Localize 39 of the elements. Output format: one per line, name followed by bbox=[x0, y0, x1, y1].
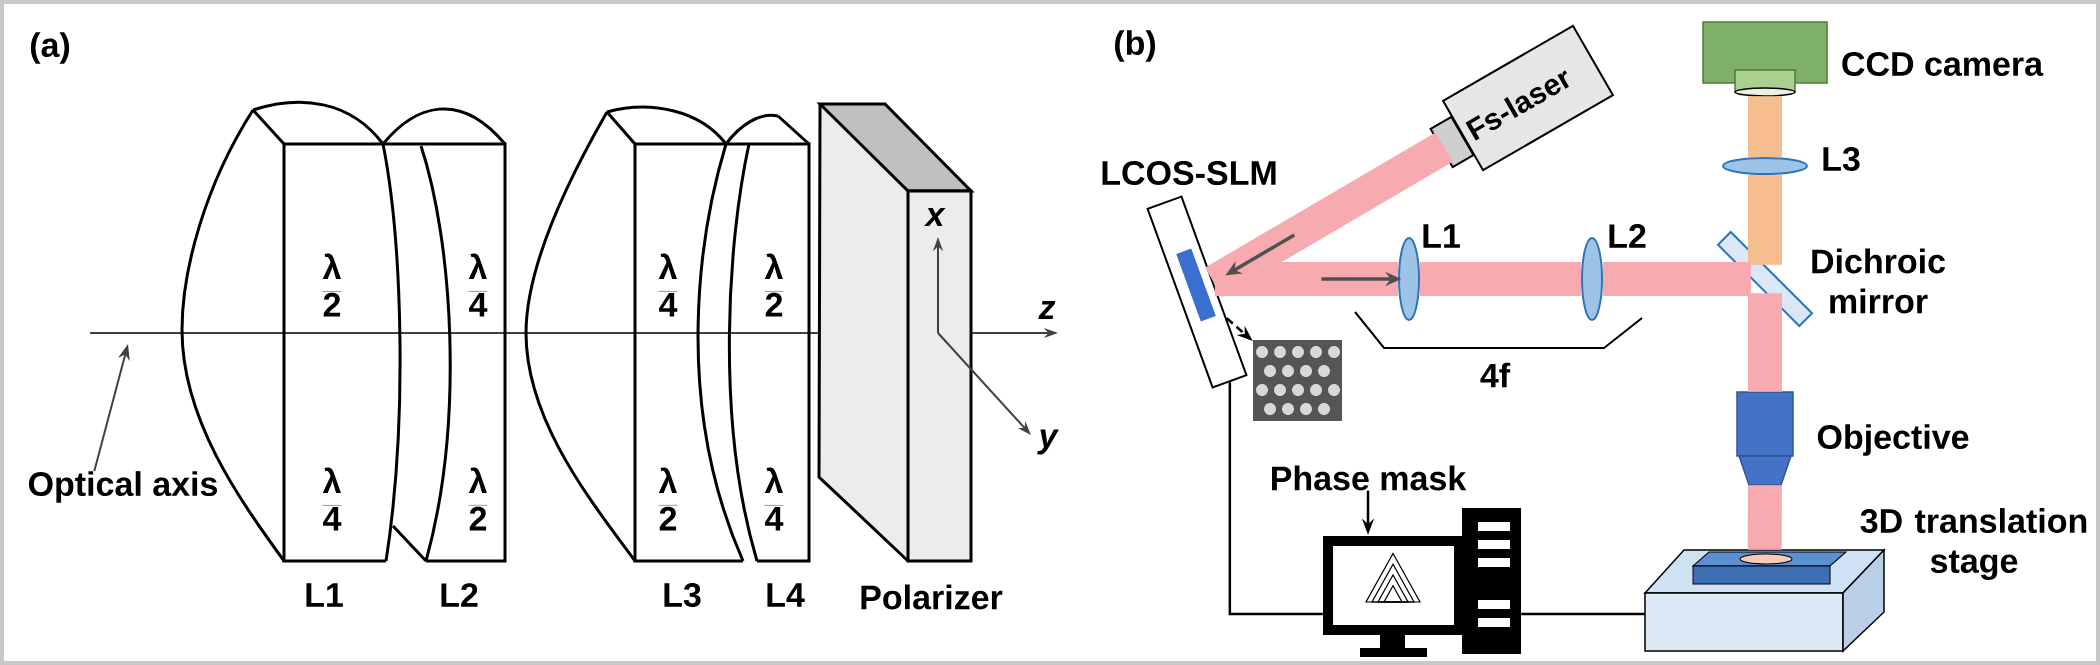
phase-mask-label: Phase mask bbox=[1272, 465, 1467, 491]
waveplate-lens: $\frac{\textbf{λ}}{\textbf{2}}$ $\frac{\textbf{λ}}{\textbf{4}}$ bbox=[724, 113, 811, 563]
lens-label: L2 bbox=[441, 583, 478, 607]
node-label: L3 bbox=[1823, 146, 1860, 172]
node-label: 3D translation stage bbox=[1860, 508, 2087, 580]
axis-caption: Optical axis bbox=[28, 471, 218, 503]
lens-label: L3 bbox=[664, 582, 701, 608]
lens-label: L4 bbox=[767, 583, 805, 607]
computer-drawing bbox=[1323, 508, 1521, 657]
laser-beam bbox=[1603, 262, 1751, 296]
laser-beam bbox=[1205, 132, 1453, 297]
laser-beam bbox=[1748, 175, 1782, 265]
lens: L2 bbox=[1581, 224, 1646, 321]
node-label: L1 bbox=[1423, 224, 1460, 248]
cable-line bbox=[1521, 612, 1645, 616]
panel-label: (a) bbox=[30, 32, 70, 64]
node-label: Dichroic mirror bbox=[1812, 248, 1946, 314]
slm-panel: LCOS-SLM bbox=[1102, 160, 1276, 389]
laser-beam bbox=[1747, 485, 1782, 550]
cable-line bbox=[1228, 382, 1323, 616]
node-label: LCOS-SLM bbox=[1102, 160, 1276, 186]
polarizer-label: Polarizer bbox=[861, 584, 1003, 610]
objective-lens: Objective bbox=[1736, 391, 1969, 486]
lens: L1 bbox=[1398, 224, 1460, 321]
axis-label: z bbox=[1038, 301, 1056, 319]
node-label: Objective bbox=[1817, 424, 1969, 456]
laser-beam bbox=[1748, 96, 1782, 157]
waveplate-lens: $\frac{\textbf{λ}}{\textbf{4}}$ $\frac{\textbf{λ}}{\textbf{2}}$ bbox=[524, 105, 745, 563]
laser-beam bbox=[1420, 262, 1581, 296]
lens: L3 bbox=[1722, 146, 1860, 175]
node-label: L2 bbox=[1609, 224, 1646, 248]
ccd-camera: CCD camera bbox=[1702, 21, 2044, 97]
waveplate-lens: $\frac{\textbf{λ}}{\textbf{4}}$ $\frac{\textbf{λ}}{\textbf{2}}$ bbox=[381, 107, 507, 563]
node-label: CCD camera bbox=[1842, 51, 2044, 77]
axis-label: y bbox=[1037, 429, 1059, 455]
pattern-image bbox=[1253, 340, 1342, 421]
lens-label: L1 bbox=[306, 583, 343, 607]
panel-label: (b) bbox=[1115, 30, 1156, 62]
dimension-label: 4f bbox=[1480, 362, 1511, 388]
